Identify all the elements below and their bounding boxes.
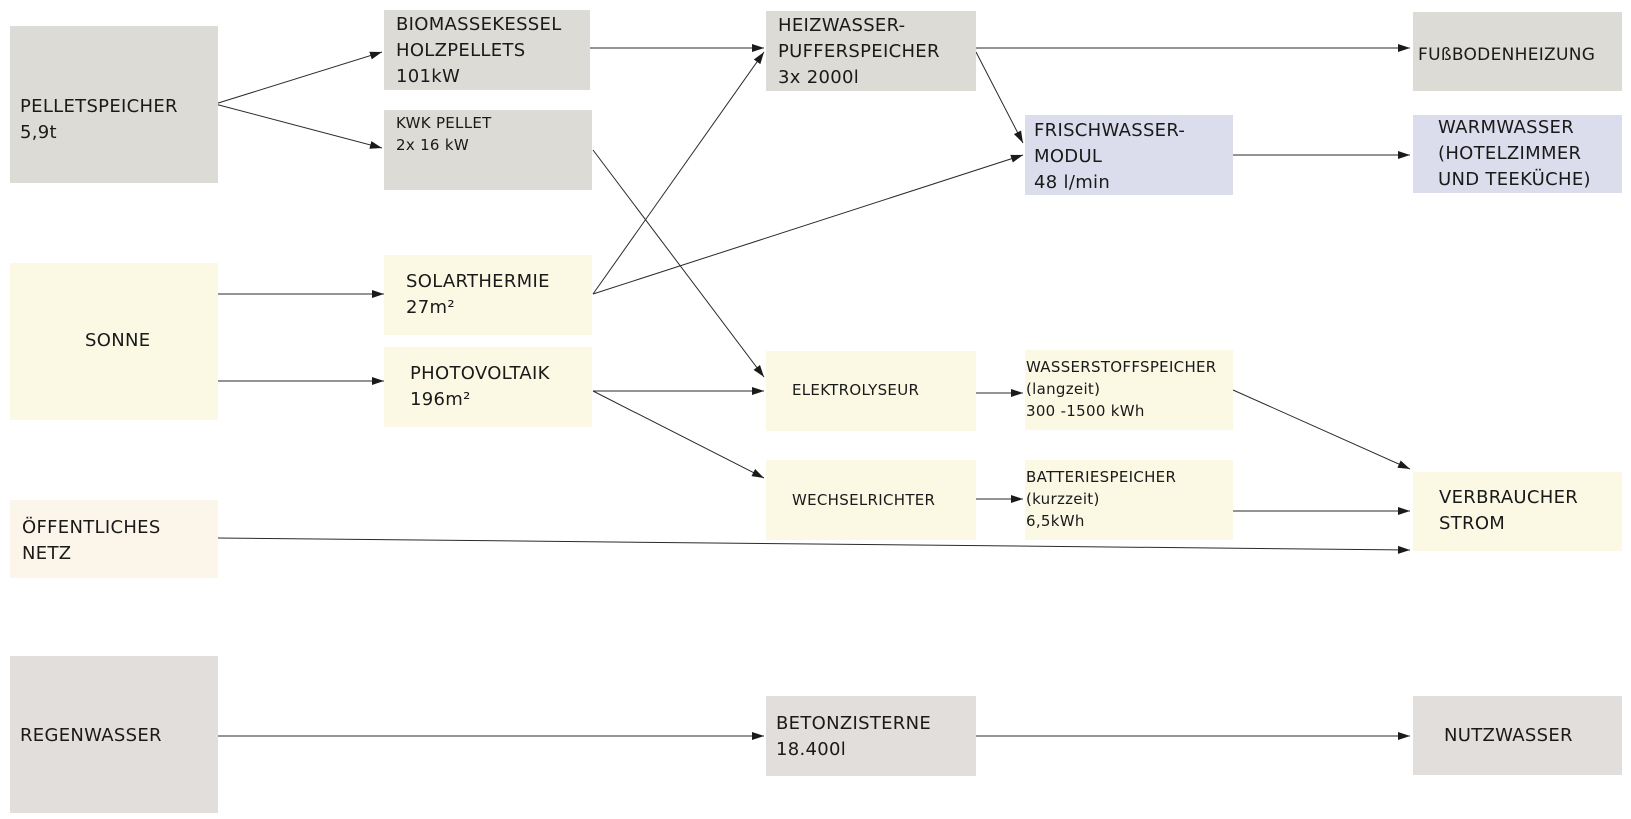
node-warmwasser: WARMWASSER (HOTELZIMMER UND TEEKÜCHE): [1413, 115, 1622, 193]
node-wasserstoffspeicher: WASSERSTOFFSPEICHER (langzeit) 300 -1500…: [1025, 350, 1233, 430]
label-line: BATTERIESPEICHER: [1026, 468, 1177, 486]
label-line: PELLETSPEICHER: [20, 96, 178, 117]
label-line: HOLZPELLETS: [396, 40, 526, 61]
label-line: VERBRAUCHER: [1439, 487, 1579, 508]
node-betonzisterne: BETONZISTERNE 18.400l: [766, 696, 976, 776]
arrow-photovoltaik-to-wechselrichter: [592, 390, 765, 479]
node-fussbodenheizung: FUßBODENHEIZUNG: [1413, 12, 1622, 91]
arrow-wasserstoff-to-verbraucher: [1232, 389, 1411, 470]
node-sonne: SONNE: [10, 263, 218, 420]
label-line: (HOTELZIMMER: [1438, 143, 1582, 164]
label-line: BETONZISTERNE: [776, 713, 932, 734]
label-line: KWK PELLET: [396, 114, 492, 132]
label-line: 196m²: [410, 389, 471, 410]
label-line: FRISCHWASSER-: [1034, 120, 1186, 141]
label-line: 300 -1500 kWh: [1026, 402, 1145, 420]
node-frischwassermodul: FRISCHWASSER- MODUL 48 l/min: [1025, 115, 1233, 195]
label-line: SOLARTHERMIE: [406, 271, 550, 292]
label-line: FUßBODENHEIZUNG: [1418, 45, 1596, 65]
label-line: WARMWASSER: [1438, 117, 1575, 138]
node-wechselrichter: WECHSELRICHTER: [766, 460, 976, 540]
arrow-pellet-to-biomasse: [214, 51, 383, 105]
label-line: STROM: [1439, 513, 1506, 534]
label-line: (kurzzeit): [1026, 490, 1100, 508]
label-line: MODUL: [1034, 146, 1103, 167]
arrow-netz-to-verbraucher: [217, 537, 1411, 554]
node-kwk-pellet: KWK PELLET 2x 16 kW: [384, 110, 592, 190]
label-line: UND TEEKÜCHE): [1438, 169, 1591, 190]
node-pelletspeicher: PELLETSPEICHER 5,9t: [10, 26, 218, 183]
label-line: HEIZWASSER-: [778, 15, 906, 36]
label-line: ELEKTROLYSEUR: [792, 381, 920, 399]
label-line: SONNE: [85, 330, 151, 351]
label-line: REGENWASSER: [20, 725, 162, 746]
label-line: 101kW: [396, 66, 461, 87]
label-line: NUTZWASSER: [1444, 725, 1573, 746]
node-regenwasser: REGENWASSER: [10, 656, 218, 813]
node-solarthermie: SOLARTHERMIE 27m²: [384, 255, 592, 335]
label-line: WECHSELRICHTER: [792, 491, 936, 509]
label-line: 5,9t: [20, 122, 57, 143]
label-line: 48 l/min: [1034, 172, 1111, 193]
label-line: 3x 2000l: [778, 67, 860, 88]
node-biomassekessel: BIOMASSEKESSEL HOLZPELLETS 101kW: [384, 10, 590, 90]
label-line: 27m²: [406, 297, 455, 318]
arrow-pellet-to-kwk: [214, 103, 383, 149]
node-verbraucher-strom: VERBRAUCHER STROM: [1413, 472, 1622, 551]
arrow-kwk-to-elektrolyseur: [592, 149, 765, 378]
label-line: WASSERSTOFFSPEICHER: [1026, 358, 1217, 376]
node-photovoltaik: PHOTOVOLTAIK 196m²: [384, 347, 592, 427]
node-batteriespeicher: BATTERIESPEICHER (kurzzeit) 6,5kWh: [1025, 460, 1233, 540]
label-line: ÖFFENTLICHES: [22, 517, 161, 538]
label-line: 6,5kWh: [1026, 512, 1085, 530]
arrow-solarthermie-to-frischwasser: [592, 154, 1024, 295]
label-line: BIOMASSEKESSEL: [396, 14, 562, 35]
arrow-solarthermie-to-puffer: [592, 51, 765, 295]
arrow-puffer-to-frischwasser: [975, 51, 1024, 144]
label-line: PUFFERSPEICHER: [778, 41, 940, 62]
label-line: 18.400l: [776, 739, 847, 760]
label-line: NETZ: [22, 543, 72, 564]
node-elektrolyseur: ELEKTROLYSEUR: [766, 351, 976, 431]
node-oeffentliches-netz: ÖFFENTLICHES NETZ: [10, 500, 218, 578]
label-line: PHOTOVOLTAIK: [410, 363, 550, 384]
label-line: 2x 16 kW: [396, 136, 469, 154]
node-pufferspeicher: HEIZWASSER- PUFFERSPEICHER 3x 2000l: [766, 11, 976, 91]
node-nutzwasser: NUTZWASSER: [1413, 696, 1622, 775]
label-line: (langzeit): [1026, 380, 1101, 398]
